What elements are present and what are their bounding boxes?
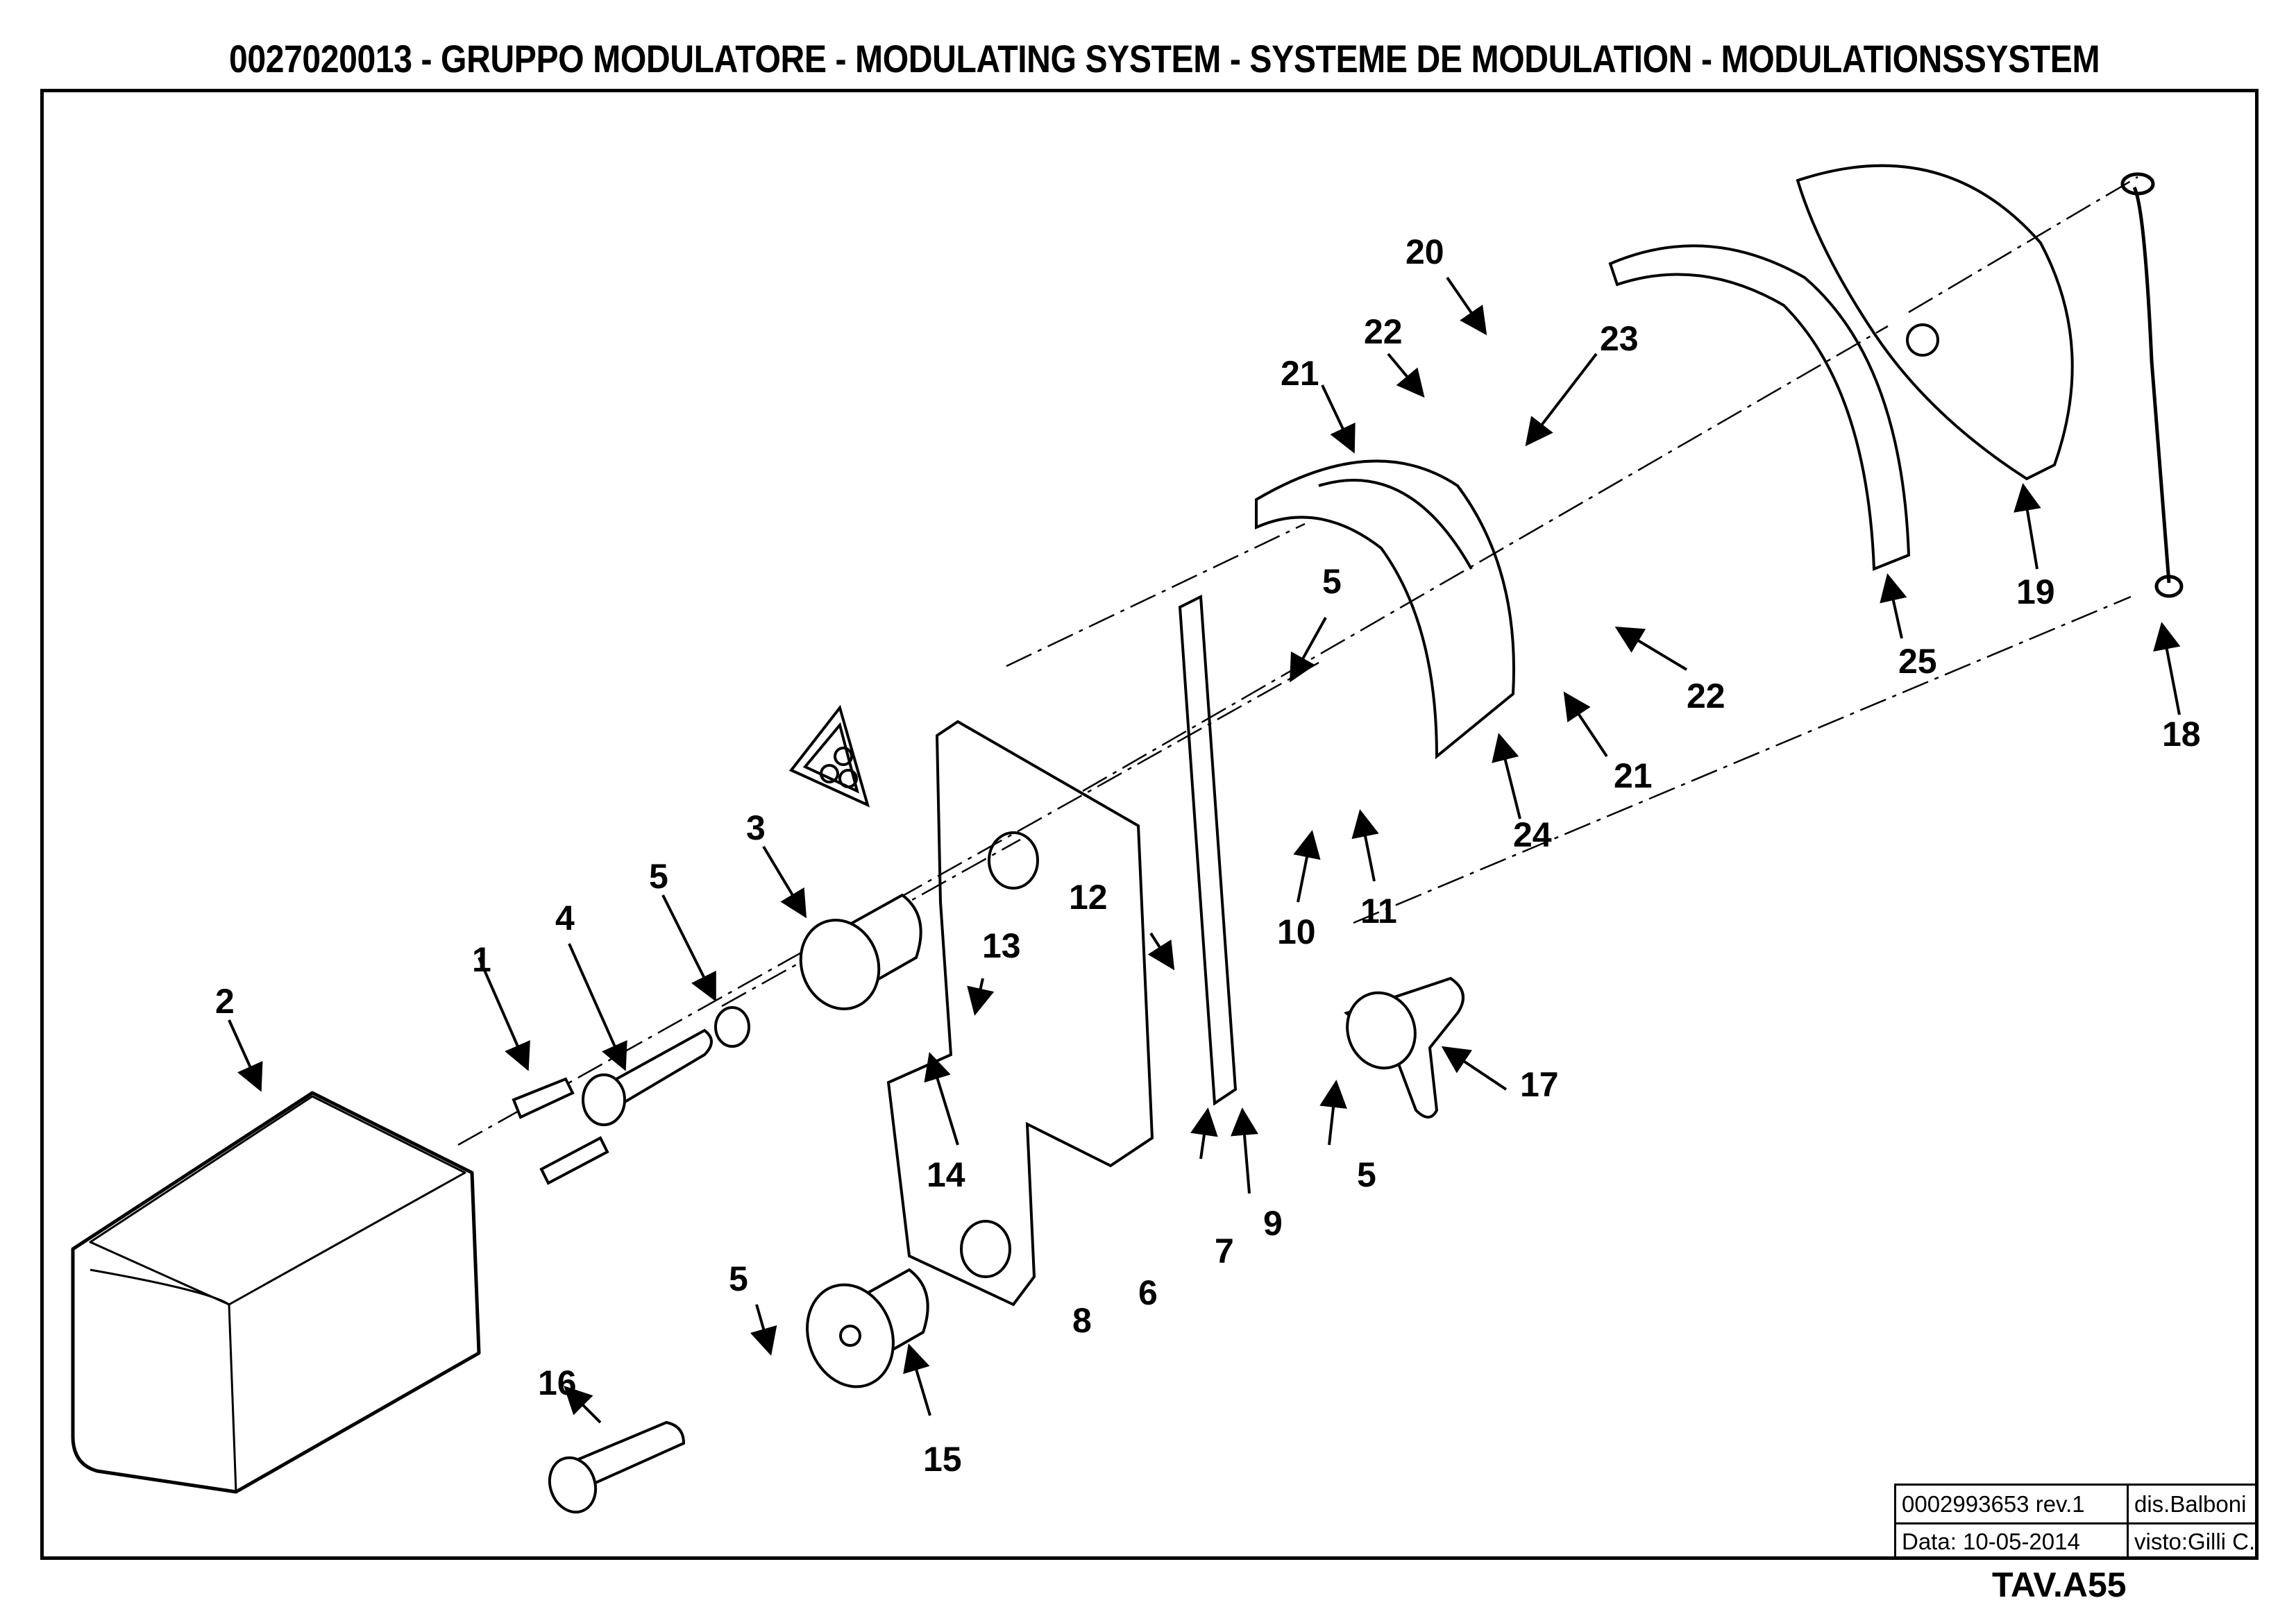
callout-5-c: 5 — [1357, 1155, 1376, 1194]
callout-17: 17 — [1520, 1065, 1559, 1104]
callout-24: 24 — [1513, 815, 1552, 854]
callout-leaders — [228, 276, 2181, 1424]
callout-1: 1 — [472, 940, 491, 979]
callout-4: 4 — [555, 899, 575, 937]
cam-plate-part — [1796, 164, 2074, 481]
pin-part — [548, 1420, 686, 1514]
callout-21-b: 21 — [1614, 756, 1653, 795]
segment-part — [1608, 244, 1911, 571]
callout-20: 20 — [1406, 232, 1444, 271]
callout-25: 25 — [1898, 642, 1937, 681]
callout-13: 13 — [982, 926, 1021, 965]
callout-11: 11 — [1360, 892, 1397, 931]
callout-5-a: 5 — [649, 857, 668, 896]
callout-19: 19 — [2016, 572, 2055, 611]
callout-labels: 1 2 3 4 5 5 5 5 6 7 8 9 10 11 12 13 14 1… — [215, 232, 2201, 1479]
flange-part — [806, 1268, 929, 1388]
callout-10: 10 — [1277, 912, 1316, 951]
table-reference: TAV.A55 — [1992, 1565, 2127, 1604]
hub-part — [799, 893, 922, 1010]
title-block: 0002993653 rev.1 dis.Balboni Data: 10-05… — [1894, 1484, 2259, 1560]
callout-16: 16 — [538, 1363, 577, 1402]
callout-6: 6 — [1138, 1273, 1158, 1312]
callout-22-b: 22 — [1687, 677, 1725, 715]
callout-14: 14 — [927, 1155, 965, 1194]
shaft-part — [512, 1006, 750, 1185]
callout-21-a: 21 — [1281, 354, 1319, 393]
designer: dis.Balboni — [2134, 1490, 2247, 1517]
drawing-date: Data: 10-05-2014 — [1896, 1523, 2129, 1560]
callout-18: 18 — [2162, 715, 2201, 754]
callout-9: 9 — [1263, 1204, 1283, 1243]
callout-12: 12 — [1069, 878, 1108, 917]
drum-part — [1255, 459, 1515, 760]
callout-2: 2 — [215, 982, 235, 1021]
title-block-row: Data: 10-05-2014 visto:Gilli C. — [1896, 1523, 2259, 1560]
callout-15: 15 — [923, 1440, 962, 1479]
callout-5-d: 5 — [1322, 562, 1342, 601]
callout-3: 3 — [746, 808, 766, 847]
warning-triangle-icon — [788, 704, 870, 808]
page-title: 0027020013 - GRUPPO MODULATORE - MODULAT… — [229, 37, 2100, 80]
mounting-plate — [886, 594, 1238, 1307]
callout-8: 8 — [1072, 1301, 1092, 1340]
cover-part — [71, 1091, 481, 1494]
drawing-number: 0002993653 rev.1 — [1896, 1486, 2129, 1522]
callout-5-b: 5 — [729, 1259, 748, 1298]
drawing-frame — [40, 89, 2259, 1560]
title-block-row: 0002993653 rev.1 dis.Balboni — [1896, 1486, 2259, 1524]
rod-part — [2120, 172, 2184, 598]
callout-22-a: 22 — [1364, 312, 1403, 351]
arm-part — [1344, 976, 1464, 1119]
checked-by: visto:Gilli C. — [2134, 1528, 2256, 1554]
callout-23: 23 — [1600, 319, 1639, 358]
callout-7: 7 — [1215, 1232, 1234, 1271]
assembly-axes — [457, 176, 2138, 1146]
